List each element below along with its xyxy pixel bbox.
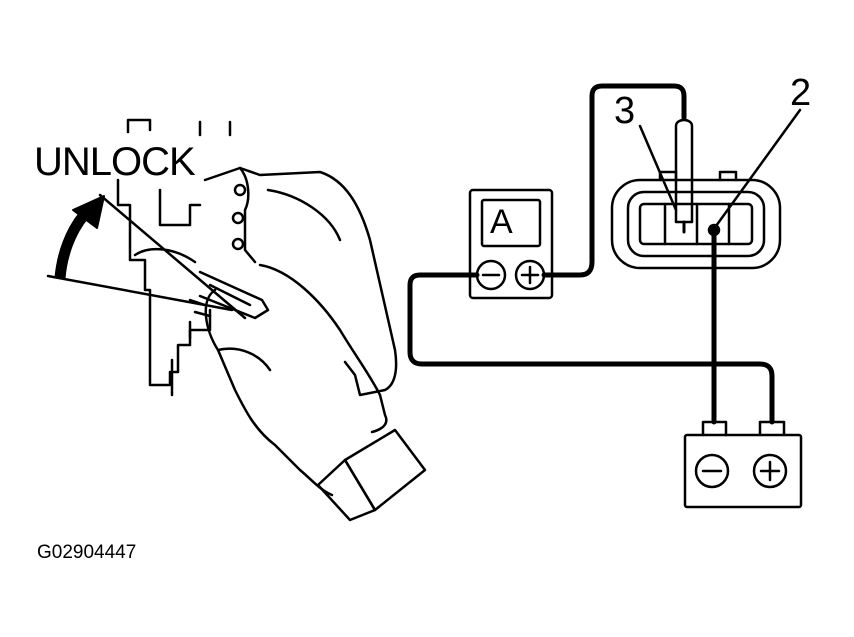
unlock-pointer-lines xyxy=(46,193,247,320)
hand-with-tool xyxy=(188,263,427,522)
terminal-3-label: 3 xyxy=(614,90,636,132)
test-leads xyxy=(407,83,775,425)
ammeter-label: A xyxy=(490,203,513,241)
connector-terminal-block xyxy=(610,170,782,270)
terminal-2-contact-point xyxy=(707,223,721,237)
unlock-label: UNLOCK xyxy=(34,140,196,184)
connector-housing-outline xyxy=(116,118,398,397)
unlock-arrow-icon xyxy=(54,195,105,279)
label-leader-lines xyxy=(638,108,802,228)
battery xyxy=(683,420,803,509)
reference-code: G02904447 xyxy=(37,542,137,563)
test-probe xyxy=(674,118,694,234)
terminal-2-label: 2 xyxy=(790,72,812,114)
